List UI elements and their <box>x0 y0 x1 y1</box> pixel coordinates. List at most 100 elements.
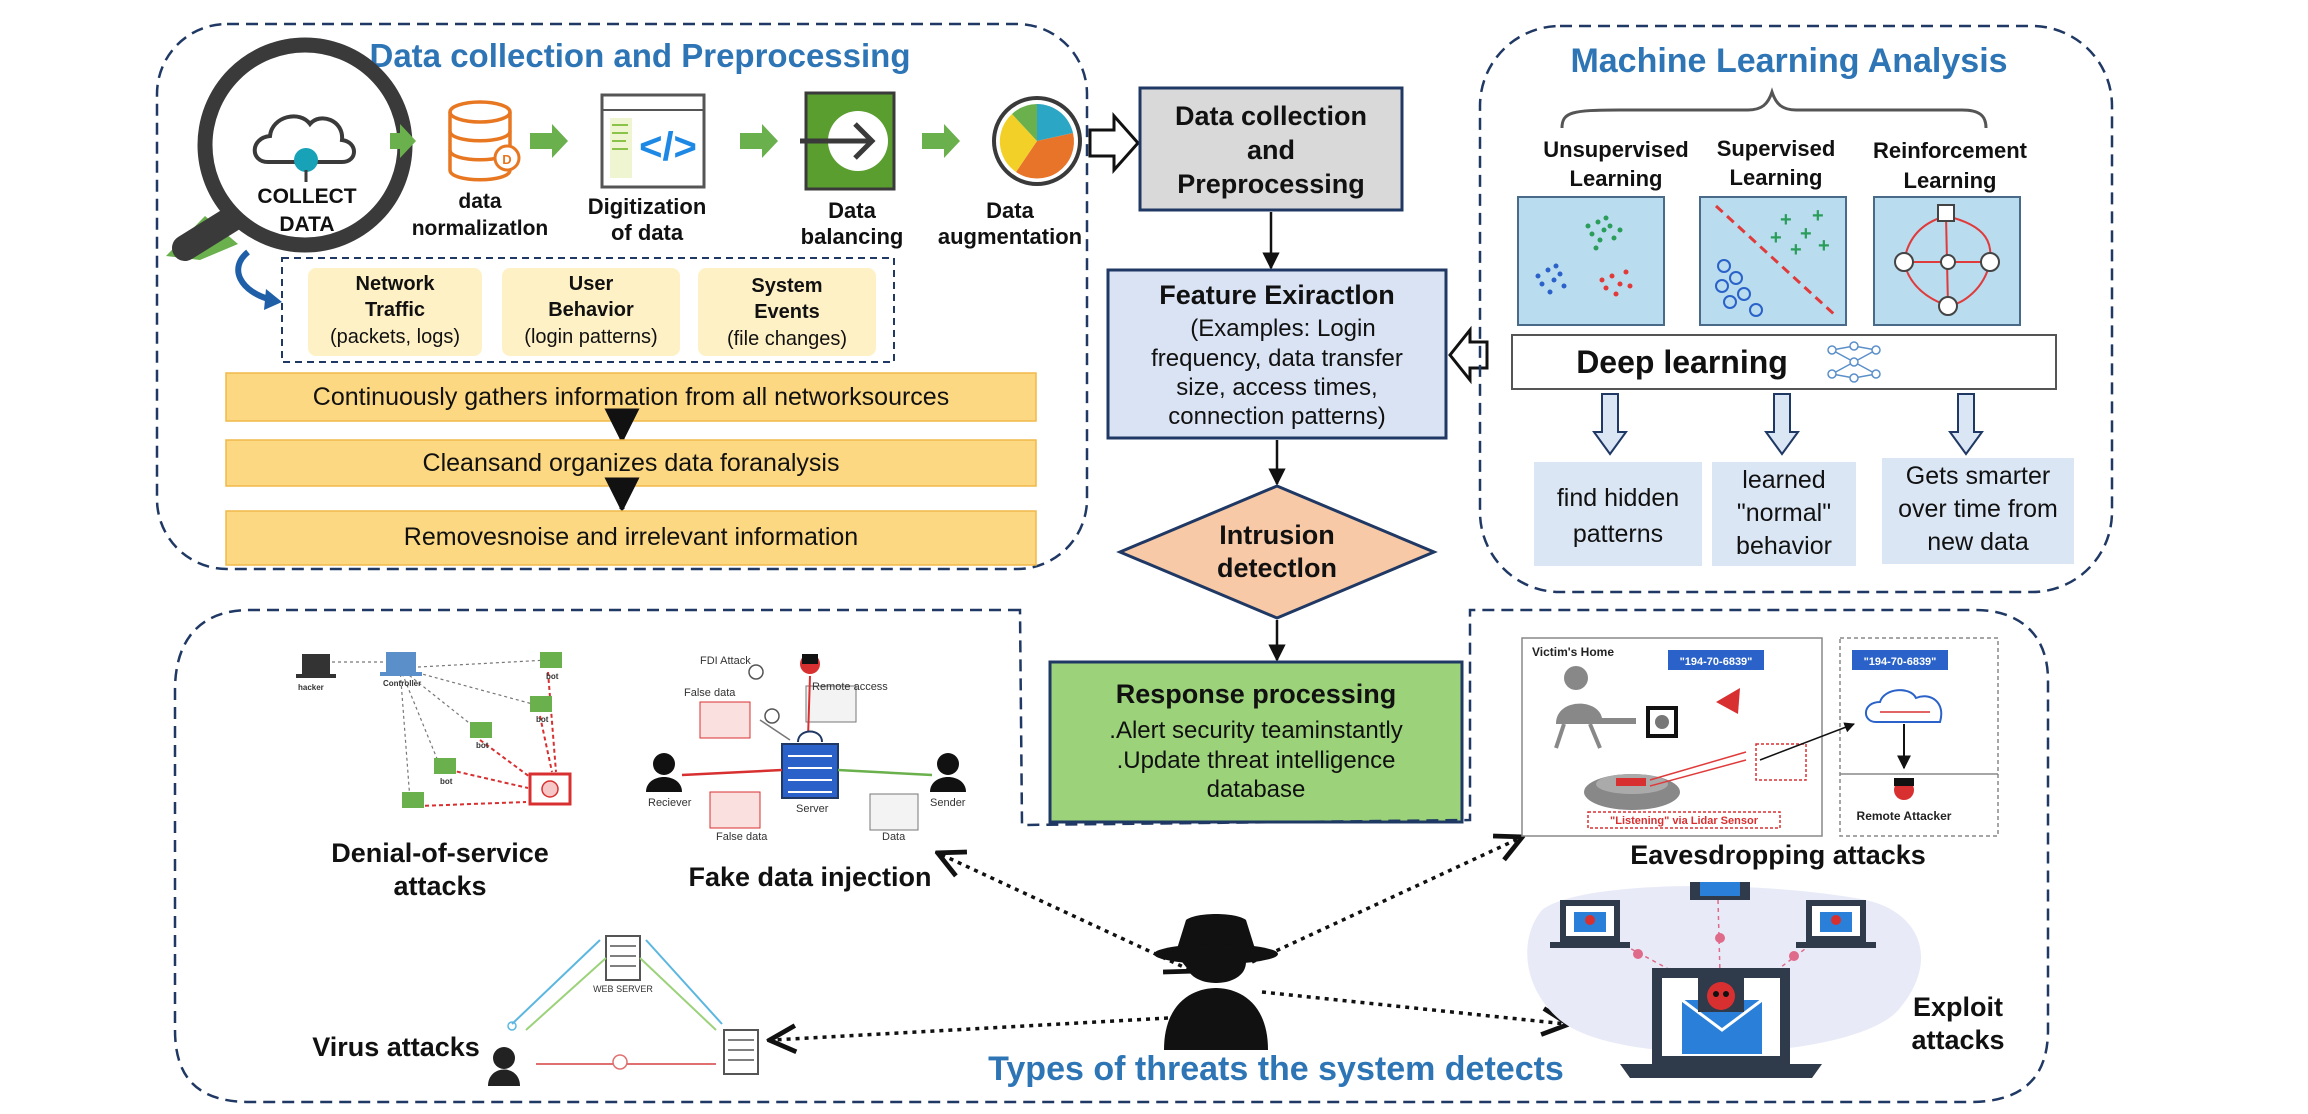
svg-text:(packets, logs): (packets, logs) <box>330 326 460 348</box>
svg-text:Victim's Home: Victim's Home <box>1532 645 1614 659</box>
svg-text:"194-70-6839": "194-70-6839" <box>1864 656 1937 668</box>
svg-text:Remote Attacker: Remote Attacker <box>1857 809 1952 823</box>
fdi-network-diagram: FDI Attack False data Remote access Reci… <box>646 654 966 843</box>
svg-text:bot: bot <box>546 672 559 681</box>
step-arrows <box>390 124 960 158</box>
sources-box <box>281 257 895 363</box>
svg-text:Server: Server <box>796 803 829 815</box>
pie-chart-icon <box>992 96 1082 186</box>
svg-text:learned: learned <box>1742 466 1825 494</box>
dos-label-2: attacks <box>393 871 486 901</box>
svg-text:(file changes): (file changes) <box>727 328 847 350</box>
svg-text:Controller: Controller <box>383 679 421 688</box>
ml-title: Machine Learning Analysis <box>1570 42 2007 80</box>
svg-text:Data collection: Data collection <box>1175 101 1367 131</box>
eavesdropping-label: Eavesdropping attacks <box>1630 840 1926 870</box>
collection-box <box>1138 86 1404 212</box>
threat-connectors <box>772 838 1566 1040</box>
collect-label-2: DATA <box>279 213 334 236</box>
neural-network-icon <box>1827 341 1881 383</box>
outcome-gets-smarter <box>1882 458 2074 564</box>
cloud-icon <box>252 114 356 182</box>
preprocessing-panel: Data collection and Preprocessing COLLEC… <box>155 22 1089 571</box>
database-icon: D <box>448 100 521 182</box>
svg-text:Reciever: Reciever <box>648 797 692 809</box>
bar-cleans-text: Cleansand organizes data foranalysis <box>423 449 840 477</box>
preprocessing-title: Data collection and Preprocessing <box>370 37 911 74</box>
intrusion-diamond <box>1116 484 1438 620</box>
outcome-hidden-patterns <box>1534 462 1702 566</box>
svg-text:find hidden: find hidden <box>1557 484 1679 512</box>
svg-text:Supervised: Supervised <box>1717 136 1836 161</box>
svg-text:Traffic: Traffic <box>365 299 425 321</box>
deep-learning-bar <box>1511 334 2057 390</box>
svg-text:size, access times,: size, access times, <box>1176 374 1377 401</box>
svg-text:patterns: patterns <box>1573 520 1663 548</box>
svg-text:FDI Attack: FDI Attack <box>700 655 751 667</box>
supervised-classifier-icon: ++++++ <box>1699 196 1847 326</box>
svg-text:False data: False data <box>716 831 768 843</box>
hollow-arrow-right <box>1088 112 1141 174</box>
hollow-arrow-left <box>1448 325 1489 385</box>
svg-text:+: + <box>1780 209 1792 231</box>
reinforcement-graph-icon <box>1873 196 2021 326</box>
svg-text:Behavior: Behavior <box>548 299 634 321</box>
svg-text:Gets smarter: Gets smarter <box>1906 462 2050 490</box>
source-system-events: System Events (file changes) <box>698 268 876 356</box>
svg-text:detectlon: detectlon <box>1217 553 1337 583</box>
exploit-label-2: attacks <box>1911 1025 2004 1055</box>
laptop-icon <box>1690 882 1750 900</box>
source-user-behavior: User Behavior (login patterns) <box>502 268 680 356</box>
virus-label: Virus attacks <box>312 1032 480 1062</box>
svg-text:Reinforcement: Reinforcement <box>1873 138 2028 163</box>
skull-laptop-icon <box>1620 968 1822 1078</box>
svg-text:"194-70-6839": "194-70-6839" <box>1680 656 1753 668</box>
svg-text:frequency, data transfer: frequency, data transfer <box>1151 345 1403 372</box>
svg-text:(login patterns): (login patterns) <box>524 326 657 348</box>
svg-text:Learning: Learning <box>1570 166 1663 191</box>
step-label-balancing-2: balancing <box>801 224 904 249</box>
bar-gathers-text: Continuously gathers information from al… <box>313 383 949 411</box>
svg-text:"normal": "normal" <box>1737 499 1831 527</box>
feature-title: Feature Exiractlon <box>1159 280 1395 310</box>
svg-text:over time from: over time from <box>1898 495 2058 523</box>
svg-text:+: + <box>1818 235 1830 257</box>
svg-text:+: + <box>1770 227 1782 249</box>
dos-network-diagram: Controller bot bot bot bot hacker <box>296 652 572 808</box>
svg-text:bot: bot <box>476 741 489 750</box>
arrow-in-box-icon <box>800 91 896 191</box>
svg-text:Learning: Learning <box>1904 168 1997 193</box>
source-network-traffic: Network Traffic (packets, logs) <box>308 268 482 356</box>
step-label-augmentation-2: augmentation <box>938 224 1082 249</box>
unsupervised-scatter-icon <box>1517 196 1665 326</box>
svg-text:Events: Events <box>754 301 820 323</box>
svg-text:System: System <box>751 275 822 297</box>
laptop-icon <box>1550 900 1630 948</box>
code-window-icon: </> <box>600 93 706 189</box>
svg-text:Preprocessing: Preprocessing <box>1177 169 1365 199</box>
step-label-balancing-1: Data <box>828 198 876 223</box>
feature-box <box>1106 268 1448 440</box>
svg-text:.Update threat intelligence: .Update threat intelligence <box>1117 747 1396 774</box>
response-title: Response processing <box>1116 679 1397 709</box>
step-label-normalization-1: data <box>458 190 502 213</box>
svg-text:Learning: Learning <box>1730 165 1823 190</box>
curved-arrow-icon <box>235 249 273 303</box>
exploit-label-1: Exploit <box>1913 992 2003 1022</box>
svg-text:Network: Network <box>356 273 436 295</box>
svg-text:database: database <box>1207 776 1306 803</box>
down-arrows <box>1592 393 1984 456</box>
svg-text:.Alert security teaminstantly: .Alert security teaminstantly <box>1109 717 1402 744</box>
step-label-augmentation-1: Data <box>986 198 1034 223</box>
outcome-normal-behavior <box>1712 462 1856 566</box>
deep-learning-label: Deep learning <box>1576 344 1788 380</box>
bar-removes-text: Removesnoise and irrelevant information <box>404 523 858 551</box>
pipeline: Data collection and Preprocessing Featur… <box>1048 86 1489 824</box>
step-label-digitization-2: of data <box>611 220 684 245</box>
svg-text:+: + <box>1812 205 1824 227</box>
svg-text:hacker: hacker <box>298 683 324 692</box>
svg-text:Remote access: Remote access <box>812 681 888 693</box>
threats-title: Types of threats the system detects <box>988 1050 1564 1088</box>
svg-text:</>: </> <box>639 125 697 169</box>
svg-text:connection patterns): connection patterns) <box>1168 403 1385 430</box>
